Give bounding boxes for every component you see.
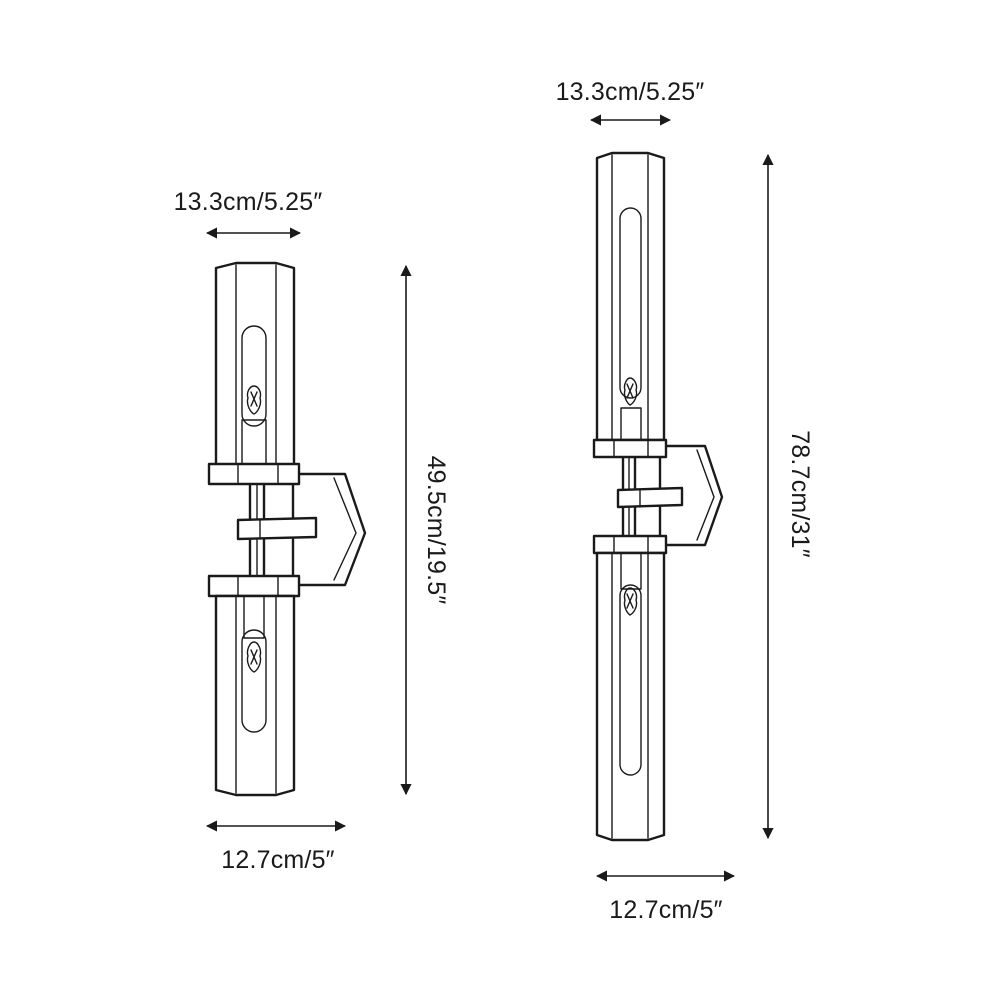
short-upper-glass-slot	[241, 325, 267, 427]
short-lower-bulb-icon	[246, 641, 262, 673]
tall-upper-bulb-icon	[623, 377, 638, 406]
tall-lower-shade-body	[595, 551, 666, 842]
short-upper-shade	[207, 261, 301, 486]
short-upper-collar	[207, 462, 301, 486]
tall-bottom-width-dimension: 12.7cm/5″	[595, 870, 736, 924]
short-top-width-dimension: 13.3cm/5.25″	[174, 188, 323, 239]
tall-bottom-width-label: 12.7cm/5″	[609, 896, 722, 924]
tall-height-label: 78.7cm/31″	[786, 430, 814, 558]
short-lower-shade-body	[214, 594, 296, 797]
short-wall-plate	[291, 472, 367, 587]
short-upper-shade-body	[214, 261, 296, 467]
short-top-width-label: 13.3cm/5.25″	[174, 188, 323, 216]
short-lower-shade	[207, 574, 301, 797]
short-lower-glass-slot	[241, 629, 267, 733]
short-bottom-width-label: 12.7cm/5″	[221, 846, 334, 874]
short-lower-bulb-filament	[250, 649, 258, 665]
tall-wall-plate	[658, 444, 724, 547]
short-lower-collar	[207, 574, 301, 598]
tall-lower-socket	[620, 552, 642, 590]
tall-upper-collar	[592, 438, 668, 459]
tall-wall-plate-inner-edge	[696, 449, 715, 541]
short-sconce-figure: 13.3cm/5.25″	[174, 188, 450, 874]
tall-lower-collar	[592, 534, 668, 555]
tall-sconce-figure: 13.3cm/5.25″	[556, 78, 814, 924]
tall-arm	[616, 486, 684, 509]
tall-height-dimension: 78.7cm/31″	[762, 153, 814, 840]
short-upper-bulb-filament	[250, 391, 258, 407]
tall-lower-bulb-icon	[623, 587, 638, 616]
tall-lower-shade	[592, 534, 668, 842]
short-arm	[236, 516, 318, 541]
short-lower-socket	[243, 595, 265, 639]
tall-top-width-label: 13.3cm/5.25″	[556, 78, 705, 106]
tall-lower-glass-slot	[619, 584, 642, 776]
tall-upper-shade-body	[595, 151, 666, 442]
tall-lower-bulb-filament	[626, 593, 634, 609]
short-upper-bulb-icon	[246, 385, 262, 415]
tall-upper-glass-slot	[619, 207, 642, 399]
short-bottom-width-dimension: 12.7cm/5″	[205, 820, 347, 874]
tall-top-width-dimension: 13.3cm/5.25″	[556, 78, 705, 126]
tall-upper-shade	[592, 151, 668, 459]
short-height-label: 49.5cm/19.5″	[422, 456, 450, 605]
tall-upper-bulb-filament	[626, 383, 634, 399]
short-height-dimension: 49.5cm/19.5″	[400, 264, 450, 796]
short-wall-plate-inner-edge	[333, 477, 357, 581]
